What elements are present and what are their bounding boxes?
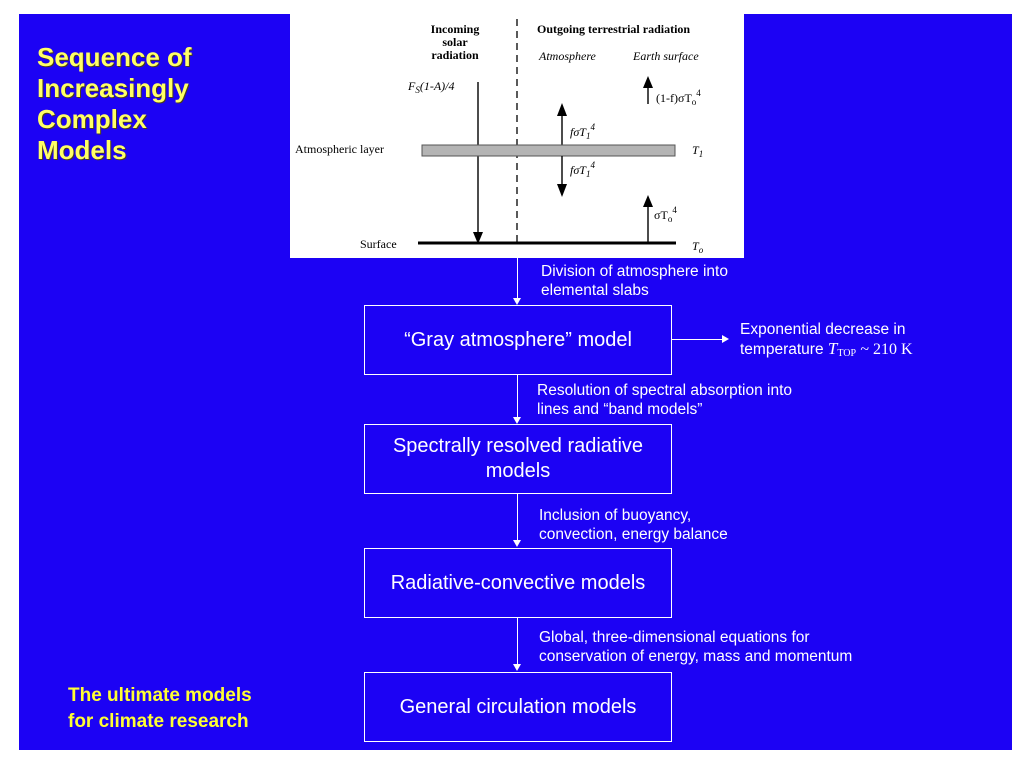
ultimate-models-label: The ultimate models for climate research — [68, 683, 348, 735]
t1-label: T1 — [692, 143, 703, 159]
incoming-label-1: Incoming — [431, 22, 480, 36]
earth-surface-label: Earth surface — [632, 49, 699, 63]
note-line: Global, three-dimensional equations for — [539, 629, 810, 646]
connector-line — [517, 618, 518, 664]
one-minus-f-label: (1-f)σTo4 — [656, 88, 701, 107]
step-note: Global, three-dimensional equations for … — [539, 628, 852, 666]
t0-label: To — [692, 239, 704, 255]
t-top-value: ~ 210 K — [860, 341, 913, 358]
title-line: Models — [37, 135, 127, 165]
layer-down-arrow-head — [557, 184, 567, 197]
title-line: Complex — [37, 104, 147, 134]
layer-up-arrow-head — [557, 103, 567, 116]
right-arrow-icon — [722, 335, 729, 343]
fs-label: FS(1-A)/4 — [407, 79, 455, 95]
incoming-label-2: solar — [442, 35, 468, 49]
atmosphere-label: Atmosphere — [538, 49, 597, 63]
note-line: conservation of energy, mass and momentu… — [539, 648, 853, 665]
down-arrow-icon — [513, 298, 521, 305]
f-sigma-down-label: fσT14 — [570, 160, 595, 179]
atmospheric-layer-bar — [421, 144, 676, 157]
note-line: lines and “band models” — [537, 401, 703, 418]
incoming-arrow-head — [473, 232, 483, 244]
spectrally-resolved-box: Spectrally resolved radiative models — [364, 424, 672, 494]
slide-title: Sequence of Increasingly Complex Models — [37, 42, 287, 166]
ultimate-line: for climate research — [68, 711, 249, 732]
connector-line — [517, 258, 518, 298]
t-top-symbol: T — [827, 339, 838, 358]
side-note-line: temperature TTOP ~ 210 K — [740, 339, 990, 363]
note-line: Inclusion of buoyancy, — [539, 507, 692, 524]
down-arrow-icon — [513, 417, 521, 424]
sigma-label: σTo4 — [654, 205, 677, 224]
side-note-line: Exponential decrease in — [740, 321, 906, 338]
general-circulation-box: General circulation models — [364, 672, 672, 742]
atmospheric-layer-label: Atmospheric layer — [295, 142, 384, 156]
ultimate-line: The ultimate models — [68, 685, 252, 706]
surface-label: Surface — [360, 237, 397, 251]
gray-atmosphere-box: “Gray atmosphere” model — [364, 305, 672, 375]
radiation-balance-figure: Incoming solar radiation Outgoing terres… — [290, 14, 744, 258]
note-line: Division of atmosphere into — [541, 263, 728, 280]
surface-escape-arrow-head — [643, 76, 653, 88]
connector-line — [517, 375, 518, 418]
t-top-subscript: TOP — [837, 348, 857, 359]
incoming-label-3: radiation — [431, 48, 479, 62]
f-sigma-up-label: fσT14 — [570, 122, 595, 141]
surface-emission-arrow-head — [643, 195, 653, 207]
down-arrow-icon — [513, 540, 521, 547]
title-line: Increasingly — [37, 73, 189, 103]
step-note: Division of atmosphere into elemental sl… — [541, 262, 728, 300]
step-note: Resolution of spectral absorption into l… — [537, 381, 792, 419]
side-note-text: temperature — [740, 341, 824, 358]
side-note: Exponential decrease in temperature TTOP… — [740, 320, 990, 363]
connector-line — [517, 494, 518, 540]
note-line: convection, energy balance — [539, 526, 728, 543]
outgoing-label: Outgoing terrestrial radiation — [537, 22, 690, 36]
title-line: Sequence of — [37, 42, 192, 72]
side-connector-line — [672, 339, 722, 340]
note-line: elemental slabs — [541, 282, 649, 299]
radiative-convective-box: Radiative-convective models — [364, 548, 672, 618]
down-arrow-icon — [513, 664, 521, 671]
note-line: Resolution of spectral absorption into — [537, 382, 793, 399]
step-note: Inclusion of buoyancy, convection, energ… — [539, 506, 728, 544]
